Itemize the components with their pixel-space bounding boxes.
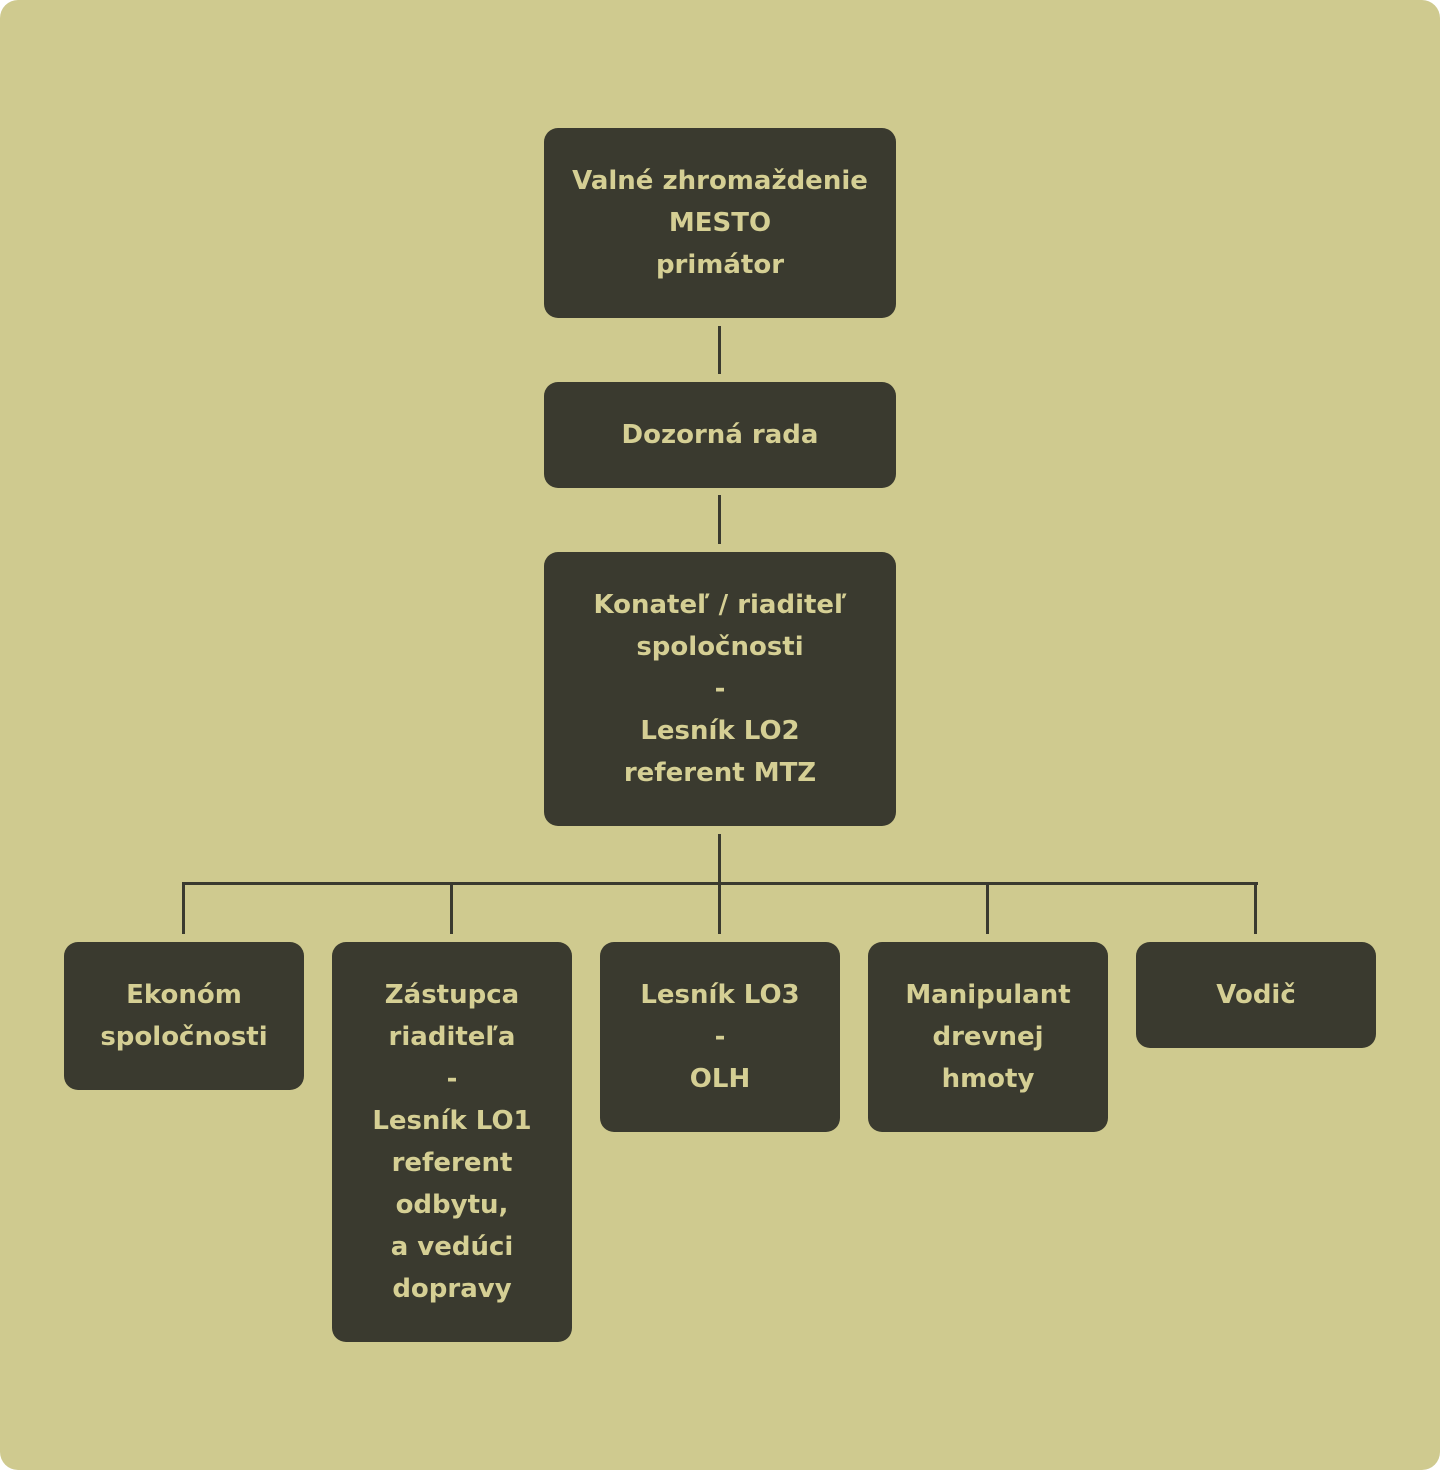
connector-child-1: [182, 882, 185, 934]
node-director: Konateľ / riaditeľ spoločnosti - Lesník …: [544, 552, 896, 826]
node-label-line: a vedúci: [390, 1232, 514, 1262]
node-economist: Ekonóm spoločnosti: [64, 942, 304, 1090]
node-label-line: dopravy: [392, 1274, 512, 1304]
node-label-line: -: [446, 1064, 458, 1094]
node-label-line: spoločnosti: [100, 1022, 268, 1052]
connector-child-5: [1254, 882, 1257, 934]
node-label-line: Lesník LO3: [640, 980, 800, 1010]
node-label-line: OLH: [689, 1064, 751, 1094]
node-label-line: Valné zhromaždenie: [572, 166, 868, 196]
node-label-line: MESTO: [668, 208, 772, 238]
node-label-line: riaditeľa: [388, 1022, 516, 1052]
node-label-line: Ekonóm: [126, 980, 242, 1010]
node-label-line: -: [714, 674, 726, 704]
connector-horizontal-bus: [182, 882, 1258, 885]
node-label-line: spoločnosti: [636, 632, 804, 662]
node-label-line: Lesník LO1: [372, 1106, 532, 1136]
node-label-line: Dozorná rada: [621, 420, 819, 450]
node-label-line: hmoty: [941, 1064, 1035, 1094]
node-label-line: Manipulant: [905, 980, 1071, 1010]
node-supervisory-board: Dozorná rada: [544, 382, 896, 488]
node-general-assembly: Valné zhromaždenie MESTO primátor: [544, 128, 896, 318]
node-forester-lo3: Lesník LO3 - OLH: [600, 942, 840, 1132]
node-label-line: Zástupca: [384, 980, 520, 1010]
connector-child-2: [450, 882, 453, 934]
node-label-line: Konateľ / riaditeľ: [593, 590, 847, 620]
node-driver: Vodič: [1136, 942, 1376, 1048]
node-label-line: drevnej: [932, 1022, 1044, 1052]
connector-child-4: [986, 882, 989, 934]
node-label-line: primátor: [655, 250, 785, 280]
node-label-line: referent MTZ: [623, 758, 817, 788]
connector-board-director: [718, 495, 721, 544]
connector-top-board: [718, 326, 721, 374]
node-label-line: referent: [391, 1148, 513, 1178]
node-label-line: Vodič: [1216, 980, 1296, 1010]
node-label-line: -: [714, 1022, 726, 1052]
node-deputy-director: Zástupca riaditeľa - Lesník LO1 referent…: [332, 942, 572, 1342]
node-label-line: odbytu,: [395, 1190, 509, 1220]
node-label-line: Lesník LO2: [640, 716, 800, 746]
node-timber-handler: Manipulant drevnej hmoty: [868, 942, 1108, 1132]
